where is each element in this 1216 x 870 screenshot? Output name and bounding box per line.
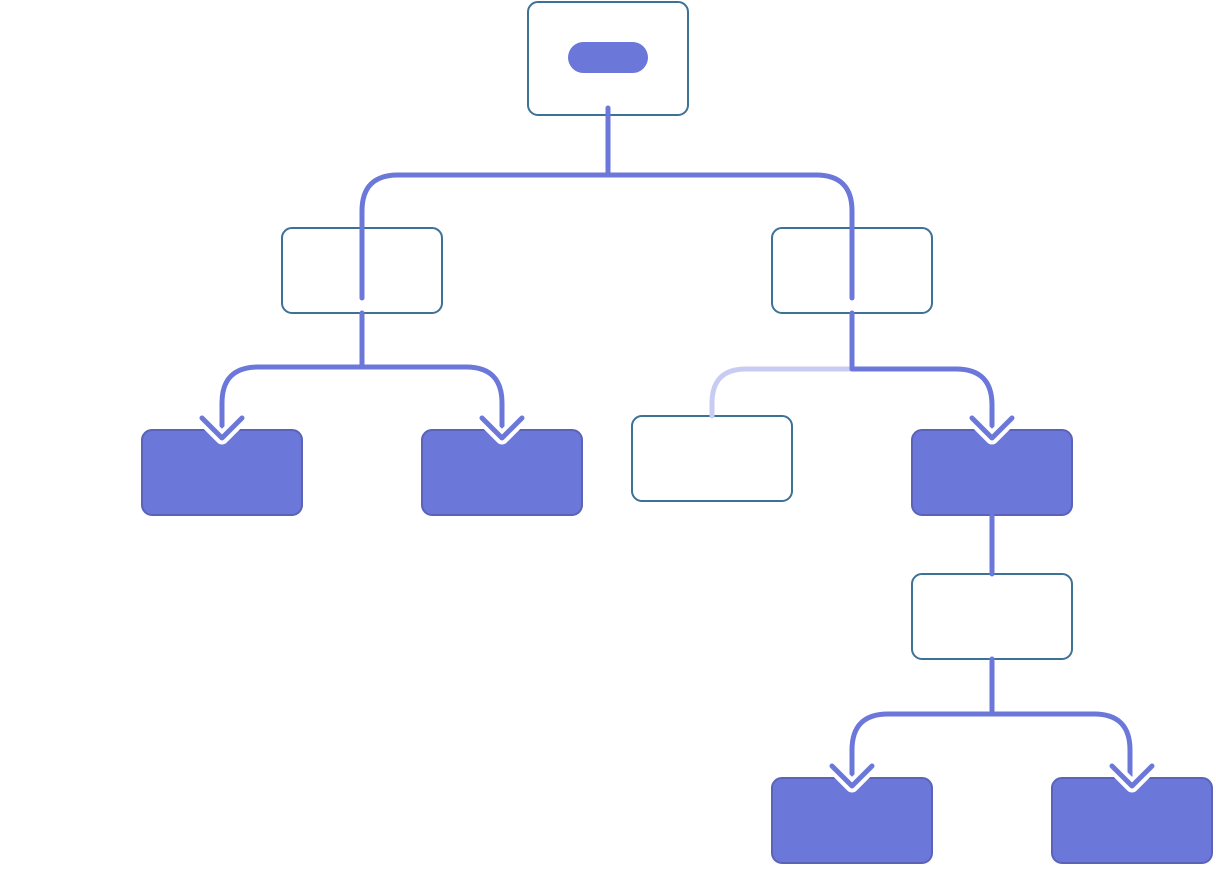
- node-root-pill-marker: [568, 42, 648, 73]
- arrows-layer: [195, 411, 1159, 793]
- edge-right-branch-to-right-inactive-child: [709, 366, 855, 419]
- nodes-layer: [141, 1, 1213, 864]
- edge-deep-branch-to-leaf-4: [989, 711, 1133, 787]
- edge-left-branch-to-leaf-2-arrowhead: [475, 411, 529, 445]
- edge-left-branch-to-leaf-2: [359, 364, 505, 441]
- edge-deep-branch-to-leaf-4-arrowhead: [1105, 759, 1159, 793]
- edge-right-branch-to-right-active-child-arrowhead: [965, 411, 1019, 445]
- node-deep-branch: [911, 573, 1073, 660]
- edge-root-to-right-branch: [605, 172, 855, 301]
- edges-layer: [219, 105, 1133, 787]
- node-right-inactive-child: [631, 415, 793, 502]
- edge-right-branch-to-right-active-child: [849, 310, 995, 441]
- edge-deep-branch-to-leaf-3-arrowhead: [825, 759, 879, 793]
- edge-left-branch-to-leaf-1: [219, 310, 365, 441]
- edge-left-branch-to-leaf-1-arrowhead: [195, 411, 249, 445]
- edge-deep-branch-to-leaf-3: [849, 656, 995, 787]
- edge-root-to-left-branch: [359, 105, 611, 301]
